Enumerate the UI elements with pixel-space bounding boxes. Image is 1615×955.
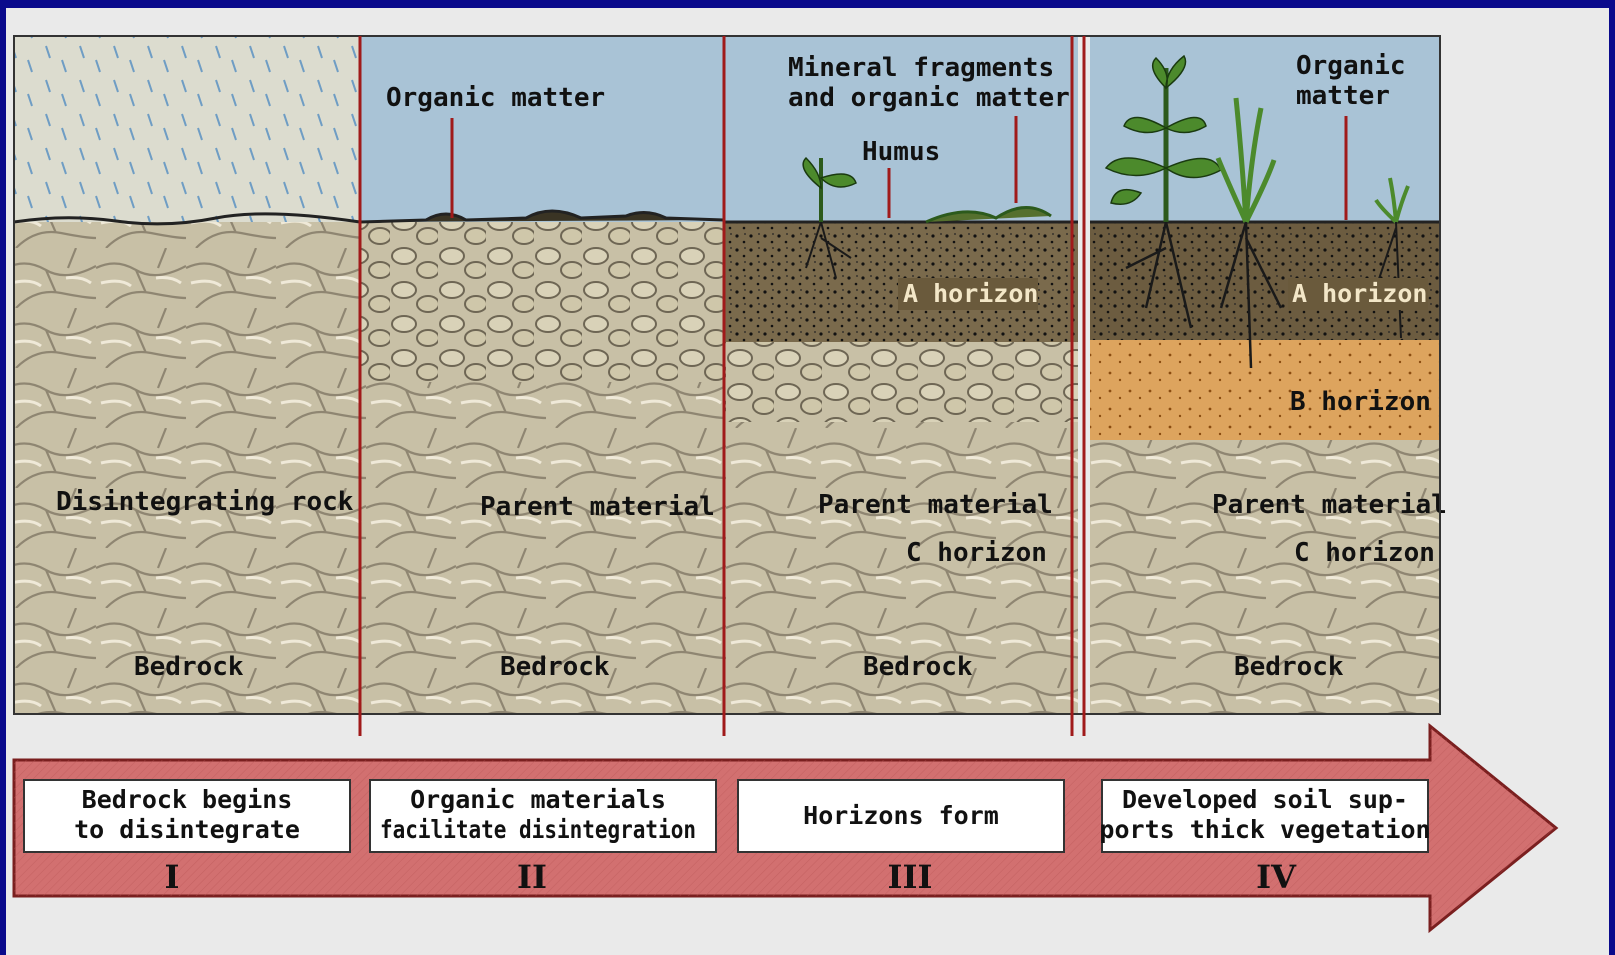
label-organic-matter: Organic matter <box>386 83 605 113</box>
step-line-1: Bedrock begins <box>82 785 293 814</box>
step-line-1: Developed soil sup- <box>1122 785 1408 814</box>
panel-stage-1: Disintegrating rock Bedrock <box>14 36 360 714</box>
label-parent-material: Parent material <box>480 492 715 522</box>
panel-stage-2: Organic matter Parent material Bedrock <box>360 36 724 714</box>
label-humus: Humus <box>862 137 940 167</box>
step-line-2: facilitate disintegration <box>380 815 696 844</box>
label-b-horizon: B horizon <box>1290 387 1431 417</box>
fragmented-rock <box>360 222 724 382</box>
step-line-2: ports thick vegetation <box>1099 815 1430 844</box>
stone-layer <box>724 342 1078 422</box>
step-line-1: Horizons form <box>803 801 999 830</box>
panel-stage-4: Organic matter A horizon B horizon Paren… <box>1090 36 1447 714</box>
label-disintegrating-rock: Disintegrating rock <box>56 487 354 517</box>
label-parent-material: Parent material <box>818 490 1053 520</box>
label-organic: Organic <box>1296 51 1406 81</box>
step-numeral: II <box>517 858 547 896</box>
label-c-horizon: C horizon <box>906 538 1047 568</box>
sky <box>360 36 724 222</box>
step-numeral: III <box>888 858 933 896</box>
step-numeral: I <box>165 858 180 896</box>
step-numeral: IV <box>1256 858 1297 896</box>
step-line-2: to disintegrate <box>74 815 300 844</box>
rock-cracks <box>14 222 360 714</box>
label-bedrock: Bedrock <box>1234 652 1344 682</box>
panel-stage-3: Mineral fragments and organic matter Hum… <box>724 36 1078 714</box>
label-mineral-fragments: Mineral fragments <box>788 53 1054 83</box>
rain-drops <box>14 36 360 226</box>
label-a-horizon: A horizon <box>903 279 1038 308</box>
diagram-canvas: Disintegrating rock Bedrock Organic matt… <box>6 8 1609 955</box>
label-bedrock: Bedrock <box>863 652 973 682</box>
label-parent-material: Parent material <box>1212 490 1447 520</box>
label-a-horizon: A horizon <box>1292 279 1427 308</box>
label-and-organic-matter: and organic matter <box>788 83 1070 113</box>
step-line-1: Organic materials <box>410 785 666 814</box>
label-matter: matter <box>1296 81 1390 111</box>
soil-formation-diagram: Disintegrating rock Bedrock Organic matt… <box>6 8 1609 955</box>
label-bedrock: Bedrock <box>134 652 244 682</box>
label-bedrock: Bedrock <box>500 652 610 682</box>
label-c-horizon: C horizon <box>1294 538 1435 568</box>
